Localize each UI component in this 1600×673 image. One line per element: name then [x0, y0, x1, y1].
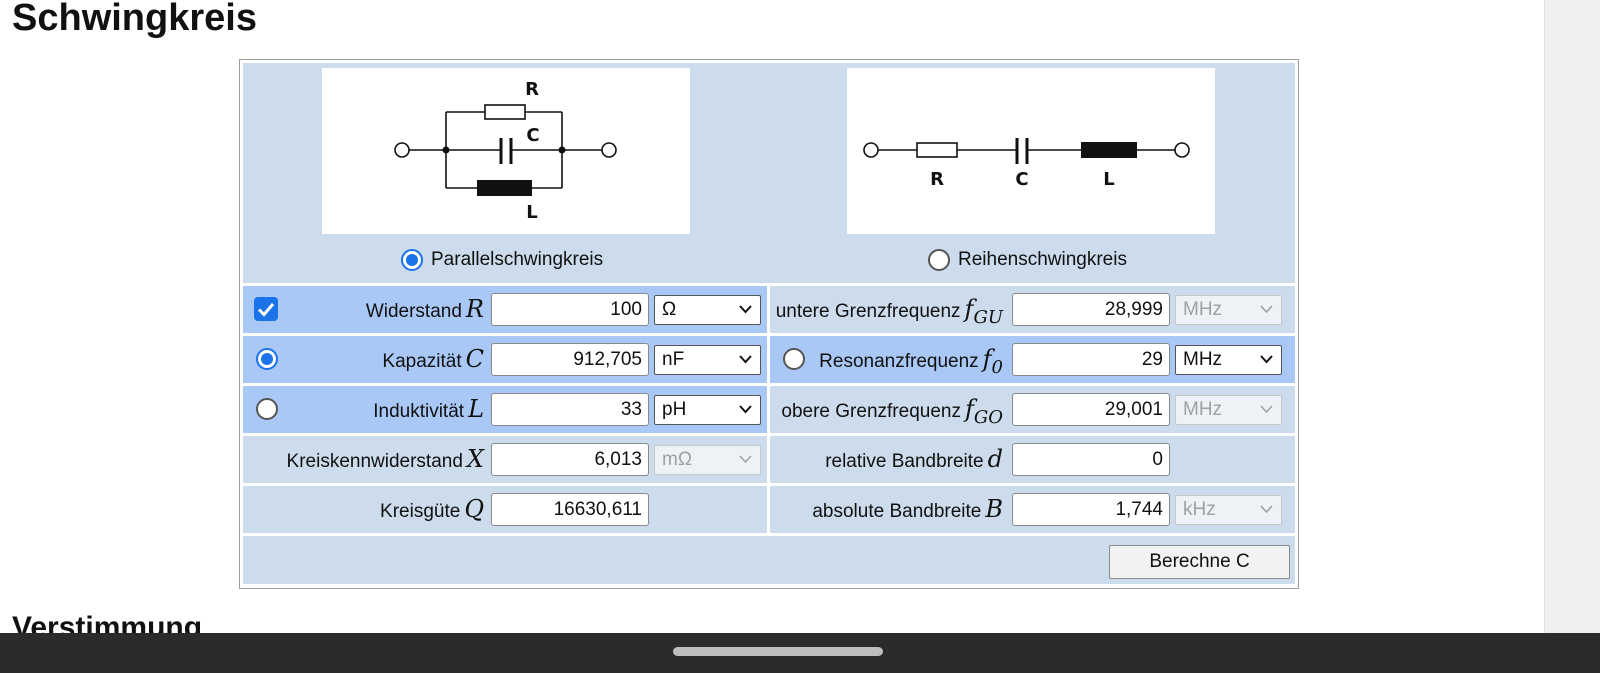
parallel-circuit-svg: R C L [394, 79, 617, 223]
chevron-down-icon [739, 355, 752, 364]
parallel-option[interactable]: Parallelschwingkreis [401, 249, 603, 271]
series-circuit-diagram: R C L [847, 68, 1215, 234]
resistance-unit-select[interactable]: Ω [654, 295, 761, 325]
chevron-down-icon [739, 455, 752, 464]
resonance-input[interactable]: 29 [1012, 343, 1170, 376]
inductance-target-radio[interactable] [256, 398, 278, 420]
lower-cutoff-field[interactable]: 28,999 [1012, 293, 1170, 326]
chevron-down-icon [739, 405, 752, 414]
series-r-label: R [930, 169, 944, 190]
check-icon [257, 303, 275, 317]
chevron-down-icon [1260, 505, 1273, 514]
upper-cutoff-field[interactable]: 29,001 [1012, 393, 1170, 426]
resonance-unit-select[interactable]: MHz [1175, 345, 1282, 375]
parallel-radio[interactable] [401, 249, 423, 271]
parallel-label: Parallelschwingkreis [431, 249, 604, 270]
page-scrollbar[interactable] [1544, 0, 1600, 633]
resistance-lock-checkbox[interactable] [254, 297, 278, 321]
relative-bandwidth-field[interactable]: 0 [1012, 443, 1170, 476]
resistance-input[interactable]: 100 [491, 293, 649, 326]
parallel-circuit-diagram: R C L [322, 68, 690, 234]
lower-cutoff-unit-value: MHz [1183, 299, 1223, 320]
chevron-down-icon [1260, 305, 1273, 314]
capacitance-target-radio[interactable] [256, 348, 278, 370]
series-c-label: C [1015, 169, 1028, 190]
quality-field[interactable]: 16630,611 [491, 493, 649, 526]
page-title: Schwingkreis [12, 0, 257, 39]
series-radio[interactable] [928, 249, 950, 271]
series-l-label: L [1103, 169, 1114, 190]
parallel-c-label: C [526, 125, 539, 146]
chevron-down-icon [1260, 405, 1273, 414]
series-option[interactable]: Reihenschwingkreis [928, 249, 1127, 271]
lower-cutoff-unit-select[interactable]: MHz [1175, 295, 1282, 325]
resonance-target-radio[interactable] [783, 348, 805, 370]
resonance-unit-value: MHz [1183, 349, 1223, 370]
chevron-down-icon [739, 305, 752, 314]
calculate-button[interactable]: Berechne C [1109, 545, 1290, 579]
capacitance-input[interactable]: 912,705 [491, 343, 649, 376]
oscillator-calculator: R C L R C [239, 59, 1299, 589]
inductance-input[interactable]: 33 [491, 393, 649, 426]
capacitance-unit-value: nF [662, 349, 685, 370]
absolute-bandwidth-field[interactable]: 1,744 [1012, 493, 1170, 526]
parallel-r-label: R [525, 79, 539, 100]
upper-cutoff-unit-select[interactable]: MHz [1175, 395, 1282, 425]
system-navigation-bar [0, 633, 1600, 673]
impedance-unit-select[interactable]: mΩ [654, 445, 761, 475]
inductance-unit-value: pH [662, 399, 687, 420]
impedance-unit-value: mΩ [662, 449, 693, 470]
absolute-bandwidth-unit-value: kHz [1183, 499, 1216, 520]
series-circuit-svg: R C L [863, 138, 1190, 190]
circuit-type-row: R C L R C [243, 63, 1295, 283]
absolute-bandwidth-unit-select[interactable]: kHz [1175, 495, 1282, 525]
series-label: Reihenschwingkreis [958, 249, 1127, 270]
capacitance-unit-select[interactable]: nF [654, 345, 761, 375]
chevron-down-icon [1260, 355, 1273, 364]
upper-cutoff-unit-value: MHz [1183, 399, 1223, 420]
impedance-field[interactable]: 6,013 [491, 443, 649, 476]
inductance-unit-select[interactable]: pH [654, 395, 761, 425]
parallel-l-label: L [526, 202, 537, 223]
resistance-unit-value: Ω [662, 299, 677, 320]
gesture-handle[interactable] [673, 647, 883, 656]
